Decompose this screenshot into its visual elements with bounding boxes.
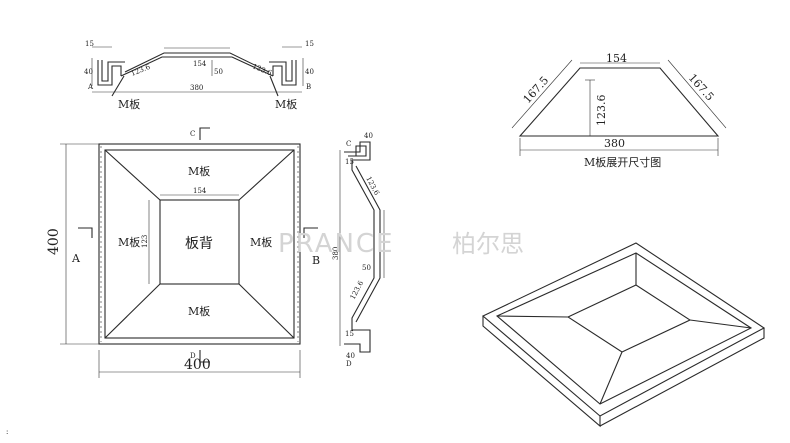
- dim-123-unfold: 123.6: [595, 95, 608, 127]
- unfold-caption: M板展开尺寸图: [584, 155, 661, 169]
- dim-15-bottom: 15: [345, 330, 354, 338]
- dim-380-unfold: 380: [604, 137, 625, 150]
- m-left-label: M板: [118, 235, 140, 249]
- dim-400-horizontal: 400: [184, 357, 211, 373]
- watermark-brand-cn: 柏尔思: [452, 230, 524, 258]
- side-section: [339, 141, 385, 353]
- label-c-side: C: [346, 140, 351, 148]
- plan-view: [60, 127, 318, 378]
- dim-50-side: 50: [362, 264, 371, 272]
- label-d-plan: D: [190, 352, 196, 360]
- label-m-left: M板: [118, 97, 140, 111]
- dim-15-right: 15: [305, 40, 314, 48]
- dim-15-top: 15: [345, 158, 354, 166]
- dim-50: 50: [214, 68, 223, 76]
- perspective-3d: [481, 242, 766, 428]
- m-top-label: M板: [188, 164, 210, 178]
- dim-400-vertical: 400: [46, 228, 62, 255]
- label-a-plan: A: [71, 252, 81, 265]
- dim-154: 154: [193, 60, 207, 68]
- dim-123-right: 123.6: [251, 62, 273, 77]
- dim-380-side: 380: [332, 247, 340, 260]
- watermark-brand: PRANCE: [278, 229, 395, 259]
- dim-154-plan: 154: [193, 187, 207, 195]
- footnote: :: [6, 428, 8, 436]
- dim-123-plan: 123: [141, 235, 149, 248]
- dim-40-right: 40: [305, 68, 314, 76]
- m-bottom-label: M板: [188, 304, 210, 318]
- label-a-top: A: [87, 83, 94, 91]
- unfold-view: [511, 59, 727, 156]
- top-cross-section: [91, 46, 304, 97]
- m-right-label: M板: [250, 235, 272, 249]
- center-label: 板背: [185, 236, 213, 252]
- dim-380: 380: [190, 84, 203, 92]
- label-d-side: D: [346, 360, 352, 368]
- dim-40-bottom: 40: [346, 352, 355, 360]
- label-c-plan: C: [190, 130, 195, 138]
- label-m-right: M板: [275, 97, 297, 111]
- dim-15-left: 15: [85, 40, 94, 48]
- dim-40-left: 40: [84, 68, 93, 76]
- dim-154-unfold: 154: [606, 52, 627, 65]
- label-b-top: B: [306, 83, 311, 91]
- dim-40-top: 40: [364, 132, 373, 140]
- dim-123-left: 123.6: [130, 63, 152, 78]
- label-b-plan: B: [312, 254, 320, 267]
